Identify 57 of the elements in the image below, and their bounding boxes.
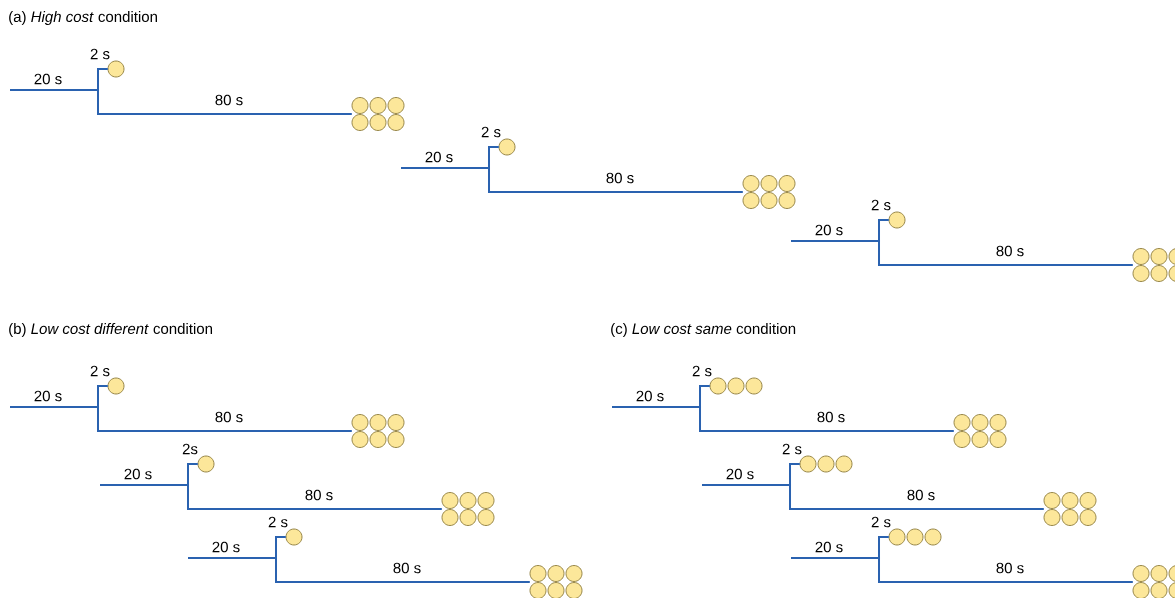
duration-label: 20 s: [34, 390, 62, 402]
coin-group: [888, 528, 942, 546]
panel-heading: (a) High cost condition: [9, 11, 157, 25]
edge-label: 80 s: [215, 411, 243, 423]
edge-label: 80 s: [393, 562, 421, 574]
edge-label: 80 s: [215, 94, 243, 106]
coin-group: [799, 455, 853, 473]
edge-label: 80 s: [996, 245, 1024, 257]
edge-label: 2 s: [268, 516, 288, 528]
edge-label: 2 s: [481, 126, 501, 138]
coin-cluster: [1132, 565, 1175, 598]
branch-line: [9, 89, 353, 115]
branch-line: [790, 240, 1134, 266]
coin-group: [285, 528, 303, 546]
edge-label: 80 s: [817, 411, 845, 423]
coin-cluster: [441, 492, 495, 526]
coin-cluster: [1043, 492, 1097, 526]
duration-label: 20 s: [124, 468, 152, 480]
edge-label: 2 s: [782, 443, 802, 455]
coin-cluster: [529, 565, 583, 598]
duration-label: 20 s: [726, 468, 754, 480]
edge-label: 80 s: [907, 489, 935, 501]
edge-label: 2 s: [871, 516, 891, 528]
edge-label: 2 s: [871, 199, 891, 211]
duration-label: 20 s: [425, 151, 453, 163]
branch-line: [790, 557, 1134, 583]
edge-label: 80 s: [606, 172, 634, 184]
coin-cluster: [742, 175, 796, 209]
branch-line: [611, 406, 955, 432]
coin-cluster: [351, 414, 405, 448]
branch-line: [9, 406, 353, 432]
branch-line: [701, 484, 1045, 510]
duration-label: 20 s: [636, 390, 664, 402]
coin-group: [107, 60, 125, 78]
duration-label: 20 s: [815, 541, 843, 553]
panel-heading: (c) Low cost same condition: [611, 323, 796, 337]
coin-group: [709, 377, 763, 395]
coin-group: [498, 138, 516, 156]
edge-label: 80 s: [305, 489, 333, 501]
duration-label: 20 s: [815, 224, 843, 236]
panel-heading: (b) Low cost different condition: [9, 323, 212, 337]
coin-cluster: [351, 97, 405, 131]
coin-cluster: [1132, 248, 1175, 282]
edge-label: 2 s: [90, 48, 110, 60]
coin-group: [107, 377, 125, 395]
edge-label: 2s: [182, 443, 198, 455]
edge-label: 80 s: [996, 562, 1024, 574]
branch-line: [99, 484, 443, 510]
branch-line: [187, 557, 531, 583]
coin-group: [888, 211, 906, 229]
coin-cluster: [953, 414, 1007, 448]
edge-label: 2 s: [90, 365, 110, 377]
duration-label: 20 s: [34, 73, 62, 85]
coin-group: [197, 455, 215, 473]
duration-label: 20 s: [212, 541, 240, 553]
edge-label: 2 s: [692, 365, 712, 377]
branch-line: [400, 167, 744, 193]
